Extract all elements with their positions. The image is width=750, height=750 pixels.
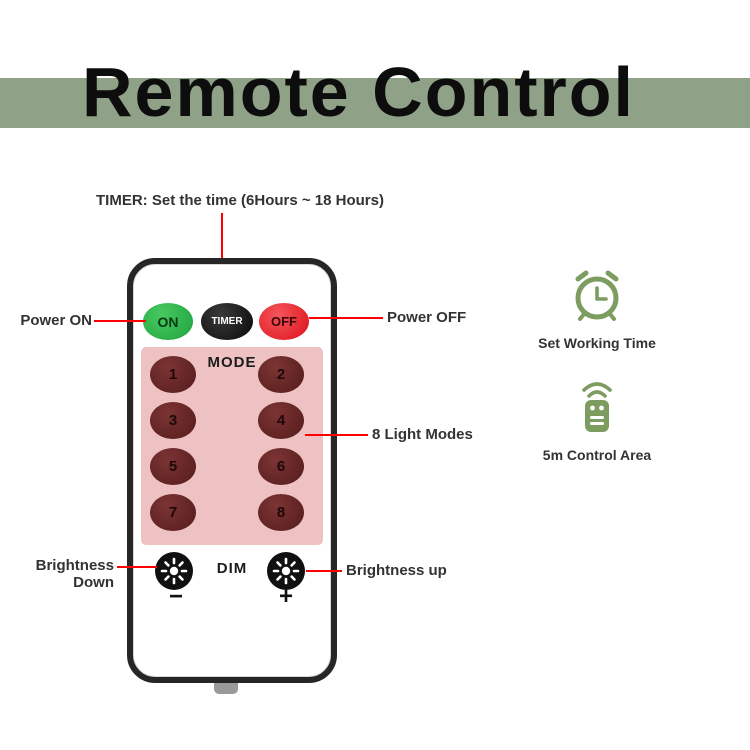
power-off-callout-label: Power OFF — [387, 309, 467, 326]
mode-button-8: 8 — [258, 494, 304, 531]
brightness-down-callout-label: Brightness Down — [35, 557, 114, 591]
alarm-clock-icon — [575, 270, 619, 321]
mode-button-2: 2 — [258, 356, 304, 393]
brightness-down-button — [155, 552, 193, 590]
mode-button-6: 6 — [258, 448, 304, 485]
power-off-button-label: OFF — [271, 314, 297, 329]
power-on-button-label: ON — [157, 313, 179, 330]
brightness-up-callout-line — [306, 570, 342, 572]
sun-icon — [267, 552, 305, 590]
brightness-up-callout-label: Brightness up — [346, 562, 447, 579]
feature-working-time: Set Working Time — [527, 264, 667, 351]
remote-bottom-tab — [214, 683, 238, 694]
mode-label: MODE — [207, 354, 257, 371]
feature-control-area-label: 5m Control Area — [542, 447, 652, 463]
mode-panel: MODE 1 2 3 4 5 6 7 8 — [141, 347, 323, 545]
light-modes-callout-line — [305, 434, 368, 436]
light-modes-callout-label: 8 Light Modes — [372, 426, 473, 443]
remote-body: ON TIMER OFF MODE 1 2 3 4 5 6 7 8 — [127, 258, 337, 683]
power-on-callout-label: Power ON — [20, 312, 92, 329]
brightness-minus-sign: − — [168, 583, 183, 610]
page-title: Remote Control — [82, 53, 635, 131]
timer-button: TIMER — [201, 303, 253, 340]
title-band — [0, 78, 750, 128]
mode-button-5: 5 — [150, 448, 196, 485]
sun-icon — [155, 552, 193, 590]
feature-working-time-label: Set Working Time — [538, 335, 656, 351]
brightness-down-callout-line — [117, 566, 157, 568]
power-on-button: ON — [143, 303, 193, 340]
brightness-up-button — [267, 552, 305, 590]
power-off-button: OFF — [259, 303, 309, 340]
feature-control-area: 5m Control Area — [527, 376, 667, 463]
mode-button-1: 1 — [150, 356, 196, 393]
mode-button-7: 7 — [150, 494, 196, 531]
power-on-callout-line — [94, 320, 146, 322]
timer-note: TIMER: Set the time (6Hours ~ 18 Hours) — [96, 192, 384, 209]
brightness-plus-sign: + — [278, 583, 293, 610]
power-off-callout-line — [309, 317, 383, 319]
mode-button-3: 3 — [150, 402, 196, 439]
timer-button-label: TIMER — [211, 316, 243, 327]
mode-button-4: 4 — [258, 402, 304, 439]
dim-label: DIM — [216, 560, 248, 577]
remote-signal-icon — [582, 382, 612, 432]
